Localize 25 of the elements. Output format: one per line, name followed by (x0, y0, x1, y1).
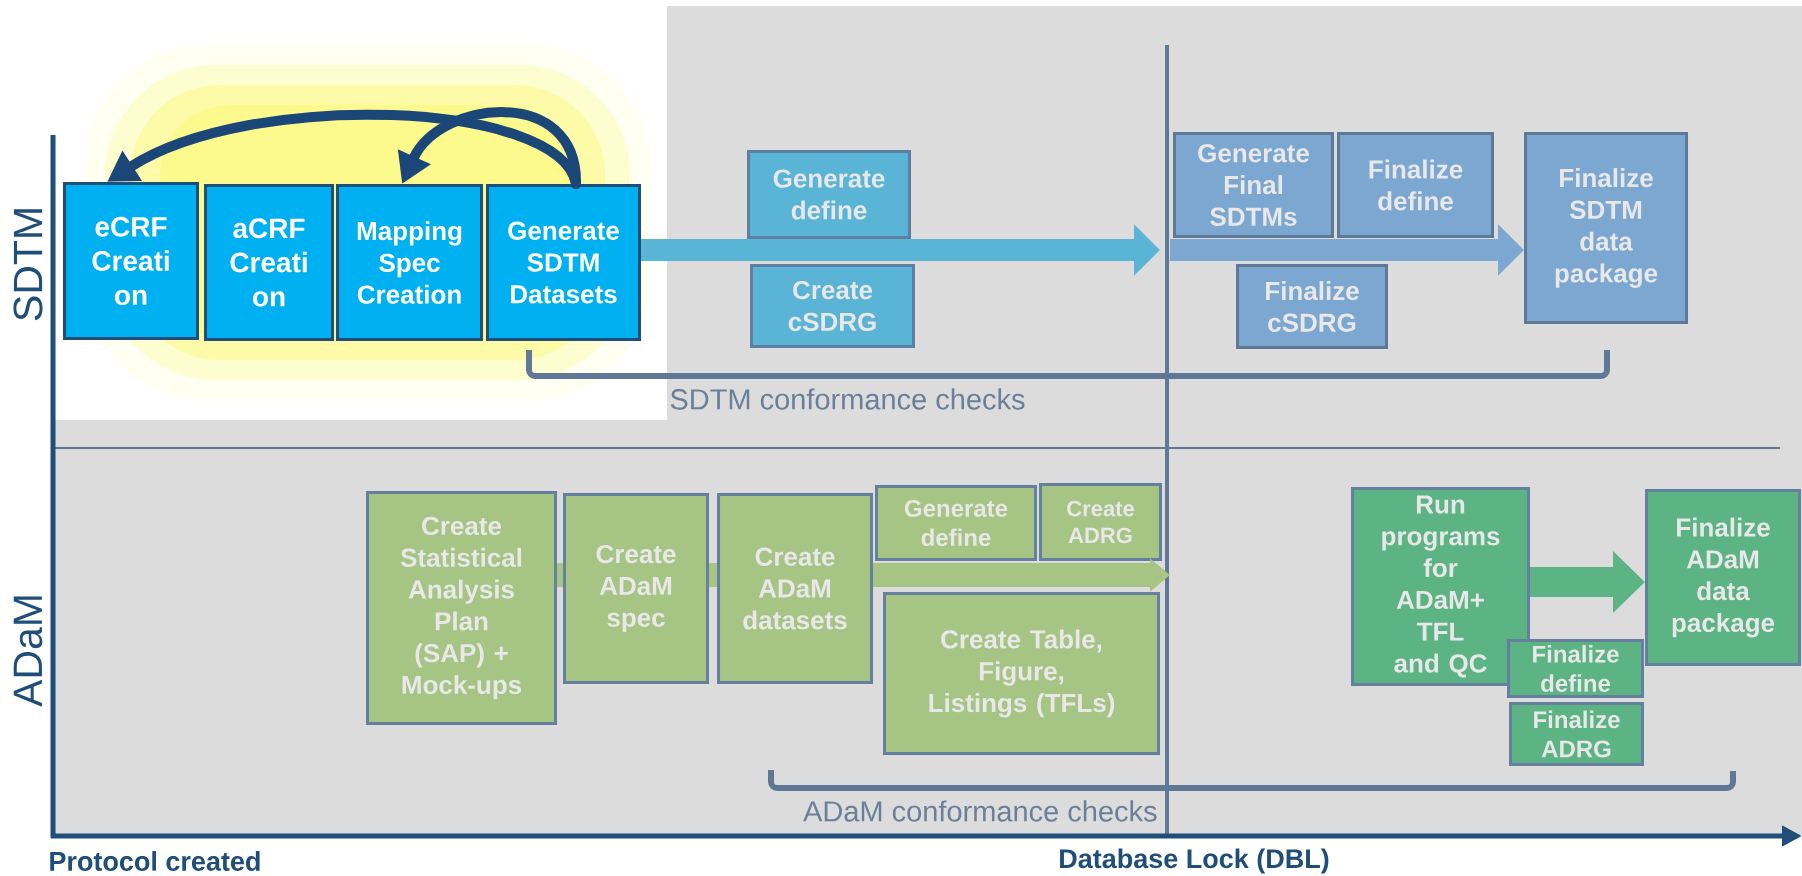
process-box: Create ADaM datasets (717, 493, 873, 684)
process-box: Generate define (747, 150, 911, 239)
process-box: Create ADaM spec (563, 493, 709, 684)
process-box: Create Statistical Analysis Plan (SAP) + Mock-ups (366, 491, 557, 725)
process-box: Finalize ADRG (1509, 702, 1644, 766)
process-box: Run programs for ADaM+ TFL and QC (1351, 487, 1530, 686)
process-box: Create cSDRG (750, 264, 915, 348)
process-box: aCRF Creati on (204, 184, 334, 341)
process-box: Generate Final SDTMs (1173, 132, 1334, 238)
process-box: Generate define (875, 485, 1037, 561)
process-box: Finalize cSDRG (1236, 264, 1388, 349)
process-box: eCRF Creati on (63, 182, 199, 340)
lane-label: ADaM (13, 596, 43, 707)
process-box: Finalize define (1337, 132, 1494, 238)
milestone-label: Database Lock (DBL) (1060, 848, 1329, 874)
checks-label: SDTM conformance checks (670, 388, 1025, 410)
process-box: Create ADRG (1039, 483, 1162, 561)
checks-label: ADaM conformance checks (803, 800, 1157, 822)
process-box: Finalize ADaM data package (1645, 489, 1801, 666)
milestone-label: Protocol created (50, 851, 260, 871)
process-box: Create Table, Figure, Listings (TFLs) (883, 592, 1160, 755)
process-box: Finalize SDTM data package (1524, 132, 1688, 324)
process-box: Finalize define (1507, 639, 1644, 698)
process-box: Mapping Spec Creation (336, 184, 483, 341)
process-box: Generate SDTM Datasets (486, 184, 641, 341)
